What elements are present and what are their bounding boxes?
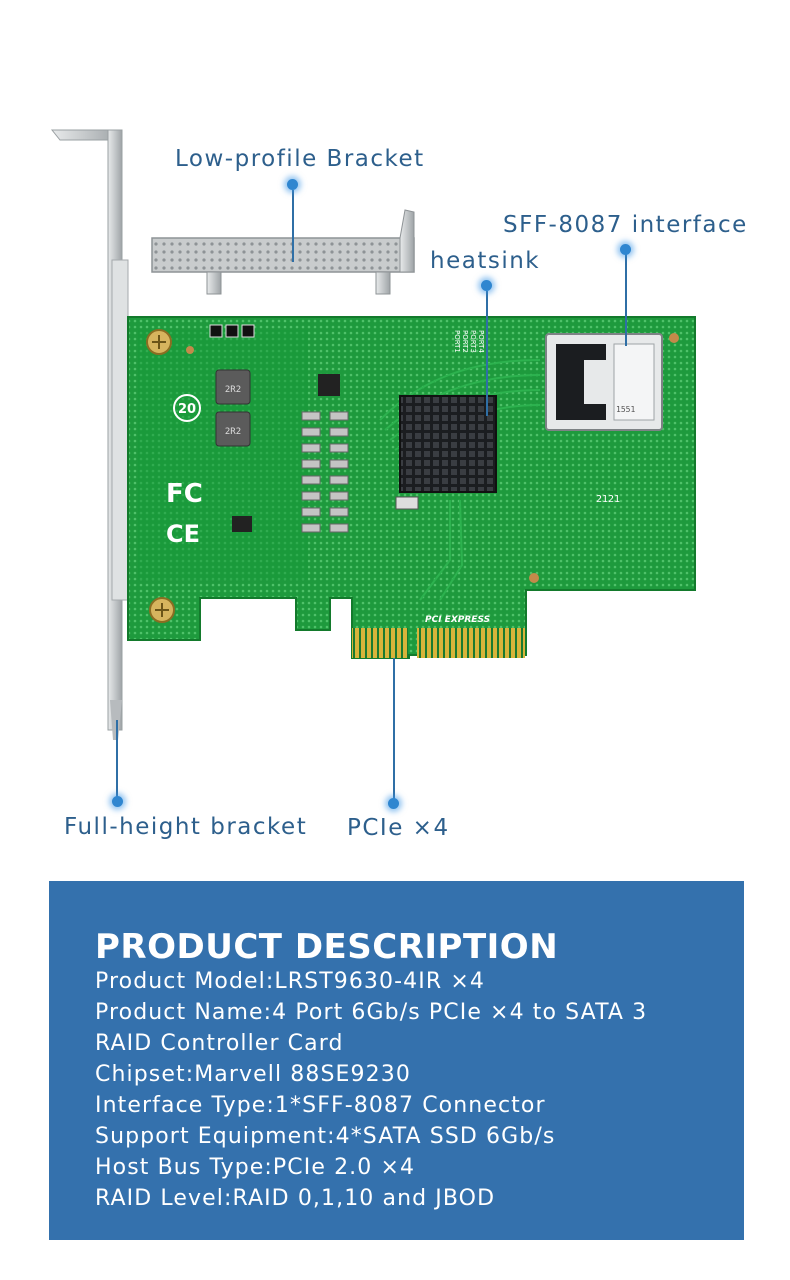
low-profile-leader-line [292,190,294,262]
product-figure: 20 FC CE 2R2 2R2 PORT1 PORT2 PORT3 PORT4… [50,129,696,740]
description-line-support: Support Equipment:4*SATA SSD 6Gb/s [95,1124,556,1149]
heatsink-leader-line [486,291,488,416]
pcie-x4-label: PCIe ×4 [347,815,450,841]
product-description-panel: PRODUCT DESCRIPTION Product Model:LRST96… [49,881,744,1240]
sff-dot [620,244,631,255]
description-line-name: Product Name:4 Port 6Gb/s PCIe ×4 to SAT… [95,1000,648,1025]
low-profile-bracket [151,209,415,295]
pcie-leader-line [393,658,395,800]
port-label-3: PORT3 [469,330,477,353]
connector-label: 1551 [616,405,635,414]
pci-express-logo: PCI EXPRESS [425,615,490,625]
year-mark-ring [173,394,201,422]
description-line-interface: Interface Type:1*SFF-8087 Connector [95,1093,546,1118]
low-profile-dot [287,179,298,190]
raid-card-illustration: 20 FC CE 2R2 2R2 PORT1 PORT2 PORT3 PORT4… [50,129,696,740]
sff-leader-line [625,254,627,346]
fc-mark: FC [166,479,203,509]
heatsink-dot [481,280,492,291]
description-title: PRODUCT DESCRIPTION [95,927,559,967]
heatsink-label: heatsink [430,248,541,274]
inductor-label-1: 2R2 [225,385,241,395]
description-line-raid-level: RAID Level:RAID 0,1,10 and JBOD [95,1186,496,1211]
full-height-bracket [50,129,129,740]
sff-8087-connector [545,333,663,431]
pcie-dot [388,798,399,809]
low-profile-bracket-label: Low-profile Bracket [175,146,425,172]
heatsink [399,395,497,493]
sff-8087-interface-label: SFF-8087 interface [503,212,748,238]
year-mark: 20 [178,402,196,417]
date-code: 2121 [596,494,620,505]
description-line-name-cont: RAID Controller Card [95,1031,344,1056]
description-line-model: Product Model:LRST9630-4IR ×4 [95,969,485,994]
pcie-gold-fingers-long [417,628,525,658]
port-label-1: PORT1 [453,330,461,353]
ce-mark: CE [166,520,200,548]
pcb-board [127,316,696,659]
full-height-bracket-label: Full-height bracket [64,814,308,840]
pcie-gold-fingers-short [352,628,408,658]
full-height-dot [112,796,123,807]
full-height-leader-line [116,720,118,800]
description-line-chipset: Chipset:Marvell 88SE9230 [95,1062,411,1087]
port-label-2: PORT2 [461,330,469,353]
inductor-label-2: 2R2 [225,427,241,437]
port-label-4: PORT4 [477,330,485,353]
description-line-host-bus: Host Bus Type:PCIe 2.0 ×4 [95,1155,416,1180]
